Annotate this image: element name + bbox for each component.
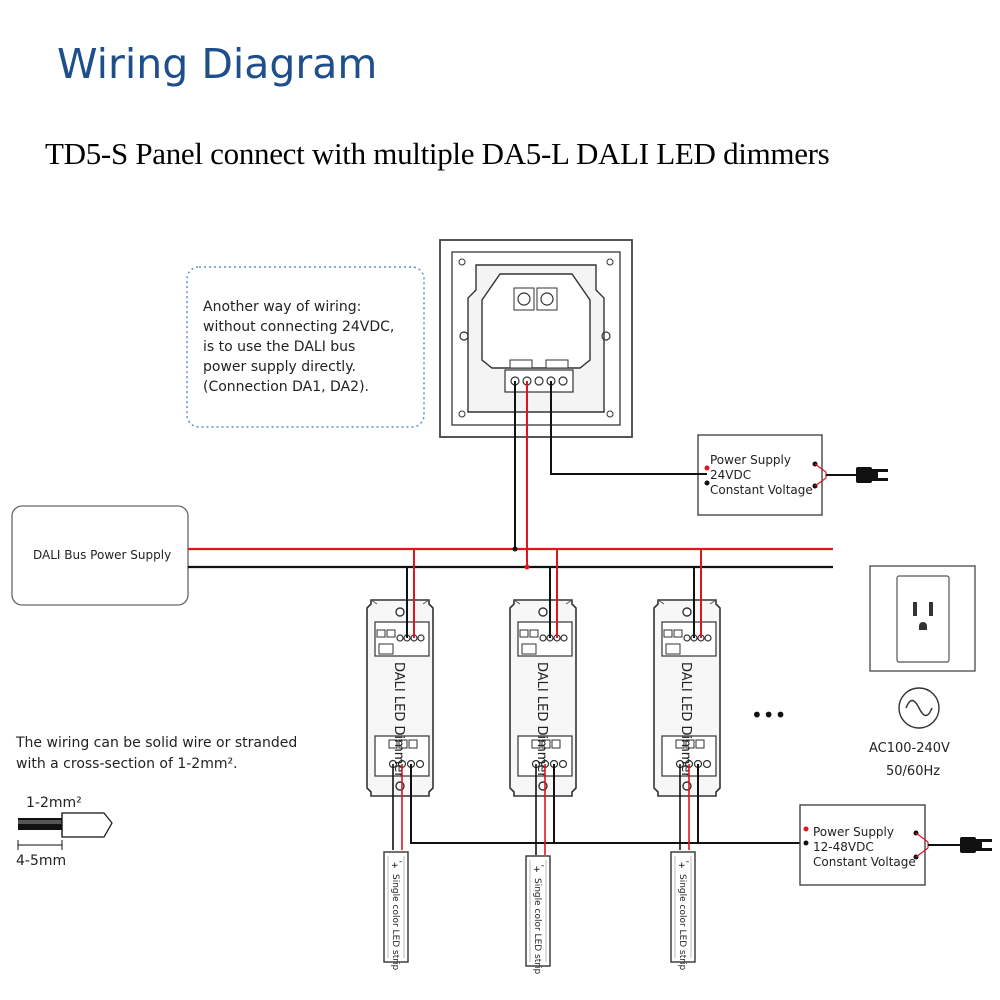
psu-24v-line: Constant Voltage [710,483,813,497]
dali-led-dimmer-2: DALI LED Dimmer [509,599,577,797]
note-line: is to use the DALI bus [203,339,355,355]
plug-icon [856,467,888,483]
note-line: power supply directly. [203,359,356,375]
psu-led-line: Constant Voltage [813,855,916,869]
power-supply-24v: Power Supply 24VDC Constant Voltage [697,434,823,516]
wall-outlet-icon [869,565,976,672]
note-line: without connecting 24VDC, [203,319,394,335]
psu-led-line: Power Supply [813,825,894,839]
strip-label: Single color LED strip [390,874,400,970]
wire-note-line: with a cross-section of 1-2mm². [16,756,238,772]
mains-voltage: AC100-240V [869,741,950,756]
plug-icon [960,837,992,853]
note-line: Another way of wiring: [203,299,361,315]
dali-bus-power-label: DALI Bus Power Supply [33,548,171,562]
page-title: Wiring Diagram [57,40,378,88]
cross-section-label: 1-2mm² [26,795,82,811]
dimmer-label: DALI LED Dimmer [678,662,693,778]
svg-text:Power Supply 24VDC: Power Supply 24VDC Constant Voltage [710,453,813,497]
note-box: Another way of wiring: without connectin… [186,266,425,428]
note-line: (Connection DA1, DA2). [203,379,369,395]
mains-frequency: 50/60Hz [886,764,940,779]
led-strip-3: Single color LED strip [670,851,696,970]
led-strip-1: Single color LED strip [383,851,409,970]
svg-text:The wiring can be solid wire o: The wiring can be solid wire or stranded… [15,735,302,772]
dimmer-label: DALI LED Dimmer [391,662,406,778]
td5s-panel [439,239,633,438]
dali-led-dimmer-1: DALI LED Dimmer [366,599,434,797]
psu-led-line: 12-48VDC [813,840,874,854]
psu-24v-line: Power Supply [710,453,791,467]
svg-text:Power Supply 12-48VDC: Power Supply 12-48VDC Constant Voltage [813,825,916,869]
power-supply-led: Power Supply 12-48VDC Constant Voltage [799,804,926,886]
strip-label: Single color LED strip [532,878,542,974]
led-strip-2: Single color LED strip [525,855,551,974]
diagram-subtitle: TD5-S Panel connect with multiple DA5-L … [45,136,830,171]
svg-text:Another way of wiring: w: Another way of wiring: without connectin… [203,299,399,395]
more-dimmers-ellipsis: ••• [751,703,786,727]
stripped-wire-icon [17,812,113,850]
ac-symbol-icon [898,687,940,729]
strip-label: Single color LED strip [677,874,687,970]
wire-note-line: The wiring can be solid wire or stranded [15,735,297,751]
dimmer-label: DALI LED Dimmer [534,662,549,778]
dali-led-dimmer-3: DALI LED Dimmer [653,599,721,797]
strip-length-label: 4-5mm [16,853,66,869]
wire-note: The wiring can be solid wire or stranded… [15,735,302,772]
dali-bus-power-supply: DALI Bus Power Supply [11,505,189,606]
psu-24v-line: 24VDC [710,468,751,482]
